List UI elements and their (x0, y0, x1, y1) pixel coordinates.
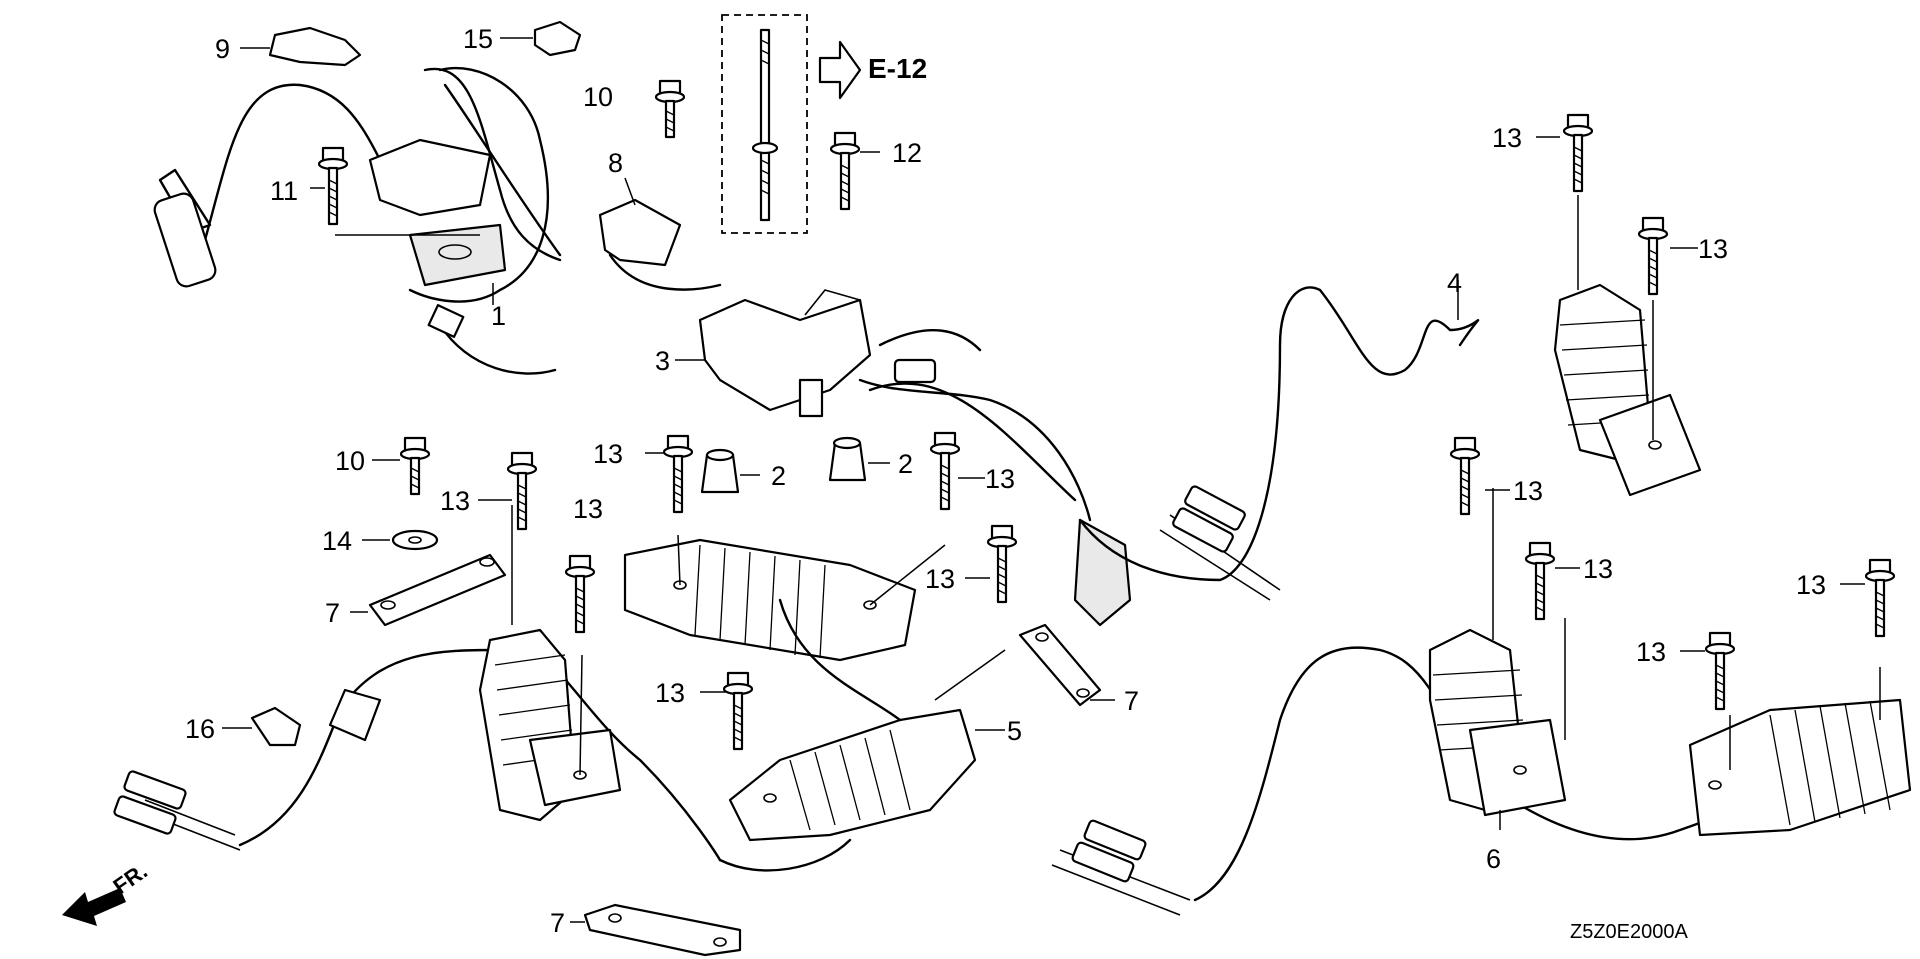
reference-arrow-label: E-12 (868, 53, 927, 84)
charge-coil-part-5-upper (623, 534, 946, 662)
callout-9: 9 (215, 34, 230, 64)
callout-13-b: 13 (573, 494, 603, 524)
bolt-part-13-d (929, 431, 961, 511)
stud-dashed-box (721, 14, 808, 234)
callout-13-c: 13 (593, 439, 623, 469)
front-direction-arrow: FR. (62, 858, 152, 926)
diagram-code: Z5Z0E2000A (1570, 921, 1689, 943)
ignition-coil-part-3 (675, 289, 1132, 627)
washer-part-14 (362, 529, 439, 551)
callout-1: 1 (491, 301, 506, 331)
callout-11: 11 (270, 176, 298, 206)
bolt-part-13-e (986, 524, 1018, 604)
clamp-part-15 (500, 20, 582, 57)
charge-coil-part-5-lower (728, 649, 1006, 842)
charge-coil-part-6 (1051, 488, 1912, 916)
callout-3: 3 (655, 346, 670, 376)
callout-8: 8 (608, 148, 623, 178)
callout-7-bottom: 7 (550, 908, 565, 938)
callout-13-i: 13 (1513, 476, 1543, 506)
bolt-part-13-k (1704, 631, 1736, 711)
callout-10-left: 10 (335, 446, 365, 476)
bolt-part-12 (829, 131, 861, 211)
callout-13-k: 13 (1636, 637, 1666, 667)
callout-13-h: 13 (1698, 234, 1728, 264)
bolt-part-13-g (1562, 113, 1594, 193)
bolt-part-13-f (722, 671, 754, 751)
plate-part-7-middle (1018, 623, 1115, 707)
callout-13-a: 13 (440, 486, 470, 516)
charge-coil-part-4 (1078, 195, 1702, 601)
callout-2-a: 2 (771, 461, 786, 491)
bolt-part-10-left (399, 436, 431, 496)
callout-13-d: 13 (985, 464, 1015, 494)
plate-part-7-left (350, 553, 507, 627)
bolt-part-11 (317, 146, 349, 226)
callout-12: 12 (892, 138, 922, 168)
ignition-module-part-1 (335, 138, 507, 305)
bolt-part-13-l (1864, 558, 1896, 638)
bolt-part-13-b (564, 554, 596, 634)
clamp-part-16 (222, 706, 302, 747)
callout-7-left: 7 (325, 598, 340, 628)
callout-5: 5 (1007, 716, 1022, 746)
reference-arrow (818, 40, 862, 100)
bolt-part-13-j (1524, 541, 1556, 621)
callout-4: 4 (1447, 268, 1462, 298)
grommet-part-2-b (828, 436, 890, 482)
callout-14: 14 (322, 526, 352, 556)
callout-7-middle: 7 (1124, 686, 1139, 716)
plate-part-7-bottom (570, 903, 742, 957)
callout-2-b: 2 (898, 449, 913, 479)
bolt-part-10-top (654, 79, 686, 139)
callout-13-f: 13 (655, 678, 685, 708)
bolt-part-13-h (1637, 216, 1669, 296)
callout-13-g: 13 (1492, 123, 1522, 153)
exciter-coil-left (478, 505, 622, 822)
bolt-part-13-c (662, 434, 694, 514)
callout-16: 16 (185, 714, 215, 744)
spark-plug-wire-assembly (153, 66, 562, 375)
clip-part-9 (240, 26, 362, 67)
connector-part-8 (598, 177, 722, 291)
callout-13-j: 13 (1583, 554, 1613, 584)
callout-13-e: 13 (925, 564, 955, 594)
grommet-part-2-a (700, 448, 760, 494)
bolt-part-13-i (1449, 436, 1481, 516)
callout-15: 15 (463, 24, 493, 54)
callout-10-top: 10 (583, 82, 613, 112)
callout-13-l: 13 (1796, 570, 1826, 600)
callout-6: 6 (1486, 844, 1501, 874)
